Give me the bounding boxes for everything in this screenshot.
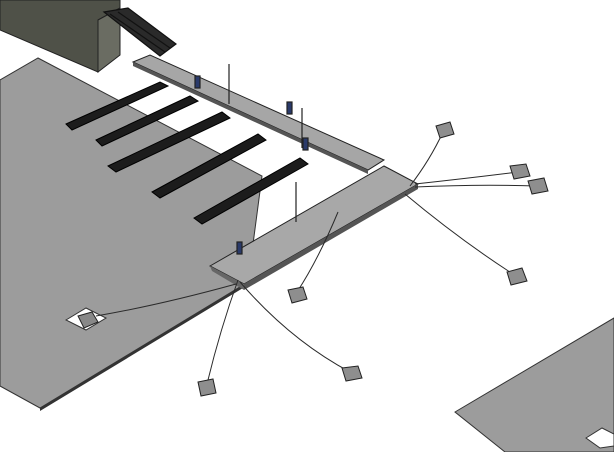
finger-pier bbox=[151, 133, 267, 199]
anchor-block bbox=[287, 286, 308, 304]
pier-posts bbox=[194, 64, 309, 255]
finger-pier bbox=[65, 81, 170, 131]
cable bbox=[409, 131, 444, 187]
cable bbox=[414, 184, 537, 188]
cable bbox=[95, 283, 237, 317]
cable bbox=[404, 193, 517, 277]
slab-plate-right bbox=[454, 317, 614, 452]
finger-pier bbox=[95, 95, 200, 147]
anchor-block bbox=[527, 177, 549, 195]
cable bbox=[414, 171, 519, 185]
cable bbox=[239, 281, 351, 373]
finger-piers bbox=[65, 81, 309, 225]
anchor-block bbox=[341, 365, 363, 382]
anchor-blocks bbox=[197, 121, 549, 397]
mooring-cables bbox=[95, 131, 537, 385]
anchor-block bbox=[509, 163, 531, 180]
cable bbox=[206, 279, 239, 385]
anchor-block bbox=[197, 378, 217, 397]
slab-plate-left-edge bbox=[40, 282, 248, 411]
building-railing bbox=[102, 7, 177, 57]
anchor-block bbox=[506, 267, 528, 286]
plate-opening bbox=[585, 427, 614, 449]
pier-arm-side bbox=[133, 62, 368, 174]
mooring-block bbox=[77, 311, 99, 329]
anchor-block bbox=[435, 121, 455, 139]
pier-head-side bbox=[244, 184, 418, 290]
finger-pier bbox=[107, 111, 231, 173]
cable bbox=[296, 211, 339, 293]
finger-pier bbox=[193, 157, 309, 225]
